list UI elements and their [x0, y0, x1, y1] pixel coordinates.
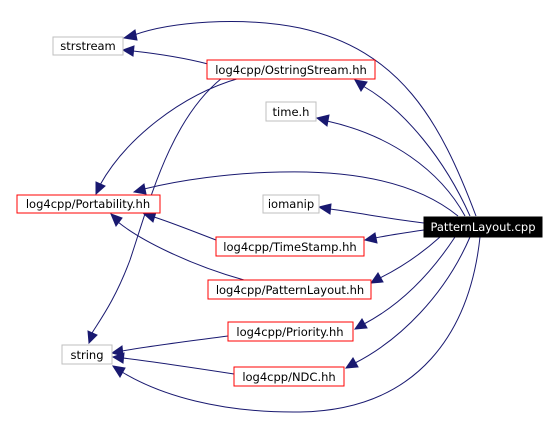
edge-patternlayout-cpp-to-patternlayout-hh	[369, 236, 441, 284]
edge-timestamp-to-portability	[142, 211, 217, 241]
node-patternlayout-cpp-label: PatternLayout.cpp	[430, 220, 535, 234]
node-ostringstream[interactable]: log4cpp/OstringStream.hh	[206, 59, 376, 80]
edge-patternlayout-cpp-to-timestamp	[363, 229, 425, 244]
edge-priority-to-string	[110, 335, 229, 357]
edges	[87, 21, 481, 413]
node-ndc[interactable]: log4cpp/NDC.hh	[233, 366, 345, 387]
edge-ostringstream-to-portability	[95, 77, 241, 196]
node-strstream-label: strstream	[60, 39, 116, 53]
nodes: strstream log4cpp/OstringStream.hh time.…	[16, 36, 543, 387]
edge-patternlayout-cpp-to-ostringstream	[354, 79, 471, 217]
node-portability-label: log4cpp/Portability.hh	[26, 197, 150, 211]
node-portability[interactable]: log4cpp/Portability.hh	[16, 194, 161, 214]
node-ndc-label: log4cpp/NDC.hh	[242, 370, 335, 384]
node-timestamp[interactable]: log4cpp/TimeStamp.hh	[215, 236, 365, 257]
edge-patternlayout-hh-to-portability	[110, 213, 245, 281]
node-patternlayout-hh[interactable]: log4cpp/PatternLayout.hh	[207, 279, 372, 300]
node-time-label: time.h	[273, 105, 310, 119]
node-patternlayout-hh-label: log4cpp/PatternLayout.hh	[216, 283, 364, 297]
node-timestamp-label: log4cpp/TimeStamp.hh	[223, 240, 356, 254]
edge-patternlayout-cpp-to-iomanip	[317, 203, 425, 224]
node-ostringstream-label: log4cpp/OstringStream.hh	[215, 63, 367, 77]
node-priority-label: log4cpp/Priority.hh	[236, 325, 343, 339]
edge-patternlayout-cpp-to-strstream	[122, 21, 477, 217]
node-string[interactable]: string	[61, 344, 113, 365]
edge-ndc-to-string	[111, 352, 235, 375]
edge-patternlayout-cpp-to-priority	[353, 236, 456, 330]
edge-patternlayout-cpp-to-string	[111, 236, 481, 413]
edge-patternlayout-cpp-to-portability	[132, 171, 459, 217]
node-time[interactable]: time.h	[265, 101, 317, 122]
node-strstream[interactable]: strstream	[52, 36, 124, 56]
node-patternlayout-cpp[interactable]: PatternLayout.cpp	[423, 216, 543, 238]
edge-patternlayout-cpp-to-time	[315, 114, 466, 217]
edge-patternlayout-cpp-to-ndc	[344, 236, 471, 369]
edge-ostringstream-to-strstream	[121, 45, 209, 65]
edge-ostringstream-to-string	[87, 77, 223, 345]
node-iomanip-label: iomanip	[268, 197, 314, 211]
node-string-label: string	[70, 348, 103, 362]
node-priority[interactable]: log4cpp/Priority.hh	[227, 321, 354, 342]
node-iomanip[interactable]: iomanip	[262, 194, 320, 214]
